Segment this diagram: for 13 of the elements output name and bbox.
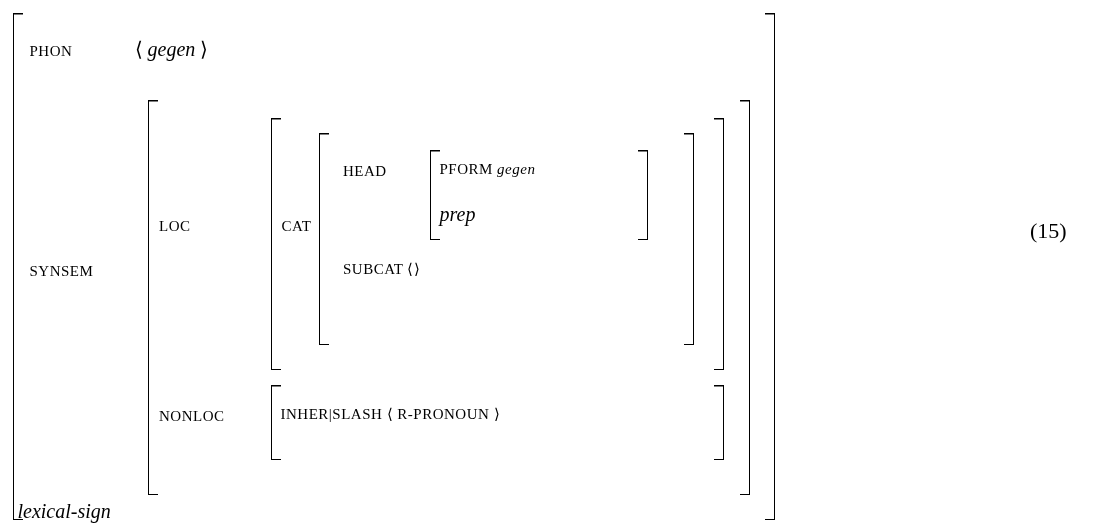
feature-label: PHON [29,42,73,61]
feature-label: SYNSEM [29,262,94,281]
feature-label: NONLOC [159,407,225,426]
type-label: prep [439,203,476,225]
feature-label: SUBCAT ⟨⟩ [343,260,421,279]
value-text: ⟨ gegen ⟩ [134,38,209,60]
type-label: lexical-sign [17,500,111,522]
feature-label: CAT [281,217,312,236]
feature-label: INHER|SLASH ⟨ R-PRONOUN ⟩ [280,405,501,424]
equation-number: (15) [1030,220,1067,242]
feature-label: HEAD [343,162,387,181]
feature-label: PFORM gegen [439,160,536,179]
feature-label: LOC [159,217,191,236]
